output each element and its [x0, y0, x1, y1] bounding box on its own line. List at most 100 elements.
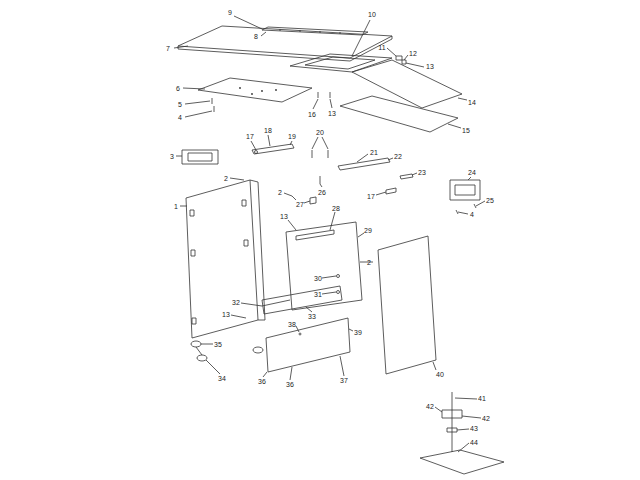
handle	[450, 180, 480, 200]
foot	[253, 347, 263, 353]
callout-number: 22	[394, 153, 402, 160]
callout-number: 14	[468, 99, 476, 106]
clip	[310, 197, 316, 204]
callout-number: 17	[246, 133, 254, 140]
leveler-screw	[452, 392, 453, 452]
back-panel	[286, 222, 362, 310]
hole	[337, 275, 340, 278]
callout-number: 39	[354, 329, 362, 336]
callout-number: 27	[296, 201, 304, 208]
channel	[296, 230, 334, 240]
callout-number: 9	[228, 9, 232, 16]
foot-link	[196, 347, 202, 355]
callout-number: 31	[314, 291, 322, 298]
callout-number: 35	[214, 341, 222, 348]
callout-number: 29	[364, 227, 372, 234]
drawer-plate	[262, 286, 342, 314]
top-frame	[290, 54, 392, 72]
top-frame-opening	[305, 57, 375, 69]
callout-number: 19	[288, 133, 296, 140]
callout-number: 26	[318, 189, 326, 196]
shelf	[198, 78, 312, 102]
door	[378, 236, 436, 374]
callout-number: 18	[264, 127, 272, 134]
callout-number: 32	[232, 299, 240, 306]
leveler-bracket	[442, 410, 462, 418]
callout-number: 13	[426, 63, 434, 70]
board	[340, 96, 458, 132]
callout-number: 4	[470, 211, 474, 218]
callout-number: 43	[470, 425, 478, 432]
top-rail	[352, 60, 462, 108]
callout-number: 11	[378, 44, 385, 51]
callout-number: 10	[368, 11, 376, 18]
callout-number: 24	[468, 169, 476, 176]
callout-number: 21	[370, 149, 378, 156]
foot	[191, 341, 201, 347]
foot	[197, 355, 207, 361]
leader-lines	[174, 16, 485, 452]
callout-number: 2	[224, 175, 228, 182]
callout-number: 38	[288, 321, 296, 328]
callout-number: 1	[174, 203, 178, 210]
screw	[330, 92, 331, 98]
rail	[252, 144, 294, 154]
screw	[318, 92, 319, 98]
top-panel	[178, 26, 392, 58]
pin	[320, 176, 321, 184]
bracket-inset	[188, 153, 212, 161]
callout-number: 13	[328, 110, 336, 117]
callout-number: 16	[308, 111, 316, 118]
callout-number: 34	[218, 375, 226, 382]
callout-number: 13	[222, 311, 230, 318]
callout-number: 12	[409, 50, 417, 57]
callout-number: 13	[280, 213, 288, 220]
callout-number: 41	[478, 395, 486, 402]
callout-number: 37	[340, 377, 348, 384]
hole	[337, 291, 340, 294]
catch	[400, 174, 413, 179]
rod	[338, 158, 390, 170]
screw	[299, 333, 301, 335]
callout-number: 40	[436, 371, 444, 378]
clip	[396, 56, 402, 60]
callout-number: 3	[170, 153, 174, 160]
callout-number: 42	[482, 415, 490, 422]
bracket	[182, 150, 218, 164]
callout-number: 7	[166, 45, 170, 52]
shelf-holes	[239, 87, 277, 95]
pin	[328, 150, 329, 158]
callout-number: 20	[316, 129, 324, 136]
callout-number: 15	[462, 127, 470, 134]
washer	[255, 151, 258, 154]
kick-plate	[266, 318, 350, 372]
screw	[456, 210, 458, 214]
callout-number: 30	[314, 275, 322, 282]
screw	[474, 204, 476, 208]
callout-number: 36	[258, 378, 266, 385]
side-panel-edge	[250, 180, 265, 320]
strip-holes	[279, 29, 341, 34]
callout-number: 5	[178, 101, 182, 108]
clip	[402, 60, 406, 64]
callout-number: 33	[308, 313, 316, 320]
callout-number: 6	[176, 85, 180, 92]
callout-number: 28	[332, 205, 340, 212]
callout-number: 36	[286, 381, 294, 388]
handle-grip	[455, 185, 475, 195]
slot	[242, 200, 246, 206]
callout-number: 2	[278, 189, 282, 196]
callout-number: 4	[178, 114, 182, 121]
callout-number: 25	[486, 197, 494, 204]
screw	[212, 98, 213, 104]
callout-number: 42	[426, 403, 434, 410]
screw	[214, 106, 215, 112]
side-panel	[186, 180, 258, 338]
callout-number: 2	[367, 259, 371, 266]
clip	[386, 188, 396, 194]
slot	[192, 318, 196, 324]
callout-number: 8	[254, 33, 258, 40]
nut	[447, 428, 457, 432]
